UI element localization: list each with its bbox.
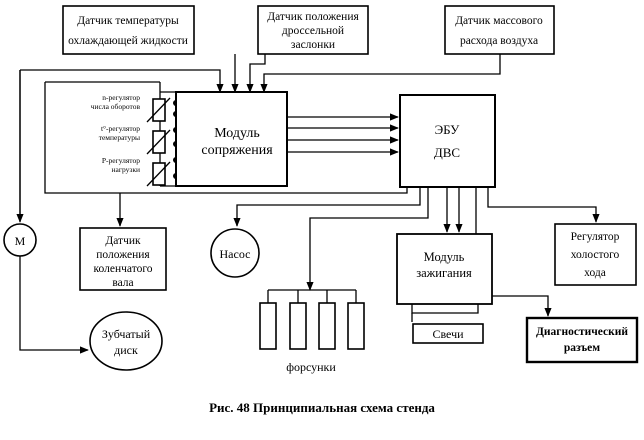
diagnostic-connector: Диагностический разъем: [525, 316, 639, 364]
crankshaft-position-sensor: Датчик положения коленчатого вала: [79, 227, 167, 291]
pump-label: Насос: [220, 247, 251, 261]
motor-label: М: [15, 234, 26, 248]
diag-connector-line-2: разъем: [564, 342, 600, 354]
injectors-label: форсунки: [286, 360, 336, 374]
gear-disk: Зубчатый диск: [89, 311, 163, 371]
rpm-regulator-line-2: числа оборотов: [91, 102, 141, 111]
crank-sensor-line-4: вала: [112, 277, 133, 289]
load-regulator-line-2: нагрузки: [112, 165, 140, 174]
crank-sensor-line-1: Датчик: [105, 235, 141, 247]
motor: М: [3, 223, 37, 257]
ecu-line-2: ДВС: [434, 145, 460, 160]
spark-plugs-label: Свечи: [432, 327, 464, 341]
temp-regulator-line-2: температуры: [99, 133, 140, 142]
module-to-ecu-bus: [287, 113, 399, 156]
coolant-sensor-line-2: охлаждающей жидкости: [68, 35, 188, 47]
injectors: форсунки: [259, 289, 365, 374]
interface-module: Модуль сопряжения: [175, 91, 288, 187]
ecu-block: ЭБУ ДВС: [399, 94, 496, 188]
temp-potentiometer: [146, 129, 171, 155]
coolant-temperature-sensor: Датчик температуры охлаждающей жидкости: [62, 5, 195, 55]
throttle-sensor-line-1: Датчик положения: [267, 11, 359, 23]
throttle-sensor-line-2: дроссельной: [282, 25, 344, 37]
diag-connector-line-1: Диагностический: [536, 326, 628, 338]
gear-disk-line-2: диск: [114, 343, 138, 357]
pump: Насос: [210, 228, 260, 278]
throttle-position-sensor: Датчик положения дроссельной заслонки: [257, 5, 369, 55]
figure-caption: Рис. 48 Принципиальная схема стенда: [209, 400, 435, 415]
crank-sensor-line-3: коленчатого: [94, 263, 153, 275]
ignition-module-line-2: зажигания: [416, 266, 472, 280]
interface-module-line-1: Модуль: [214, 126, 260, 141]
gear-disk-line-1: Зубчатый: [102, 327, 151, 341]
coolant-sensor-line-1: Датчик температуры: [77, 15, 179, 27]
temp-regulator-line-1: t°-регулятор: [101, 124, 140, 133]
airflow-sensor-line-2: расхода воздуха: [460, 35, 538, 47]
interface-module-line-2: сопряжения: [201, 143, 273, 158]
rpm-potentiometer: [146, 97, 171, 123]
rpm-regulator-line-1: n-регулятор: [102, 93, 140, 102]
load-regulator-line-1: P-регулятор: [102, 156, 140, 165]
idle-regulator-line-3: хода: [584, 267, 606, 279]
ignition-module-line-1: Модуль: [424, 250, 465, 264]
throttle-sensor-line-3: заслонки: [291, 39, 335, 51]
outer-frame: [44, 81, 408, 194]
airflow-sensor-line-1: Датчик массового: [455, 15, 543, 27]
idle-regulator-line-2: холостого: [571, 249, 620, 261]
idle-speed-regulator: Регулятор холостого хода: [554, 223, 637, 286]
spark-plugs: Свечи: [412, 323, 484, 344]
motor-arrow: [19, 256, 89, 354]
ecu-line-1: ЭБУ: [435, 122, 461, 137]
load-potentiometer: [146, 161, 171, 187]
ignition-to-plugs-wiring: [411, 304, 479, 314]
regulators-group: n-регулятор числа оборотов t°-регулятор …: [91, 82, 179, 187]
crank-sensor-line-2: положения: [96, 249, 150, 261]
idle-regulator-line-1: Регулятор: [571, 231, 620, 243]
mass-airflow-sensor: Датчик массового расхода воздуха: [444, 5, 555, 55]
ignition-module: Модуль зажигания: [396, 233, 493, 305]
